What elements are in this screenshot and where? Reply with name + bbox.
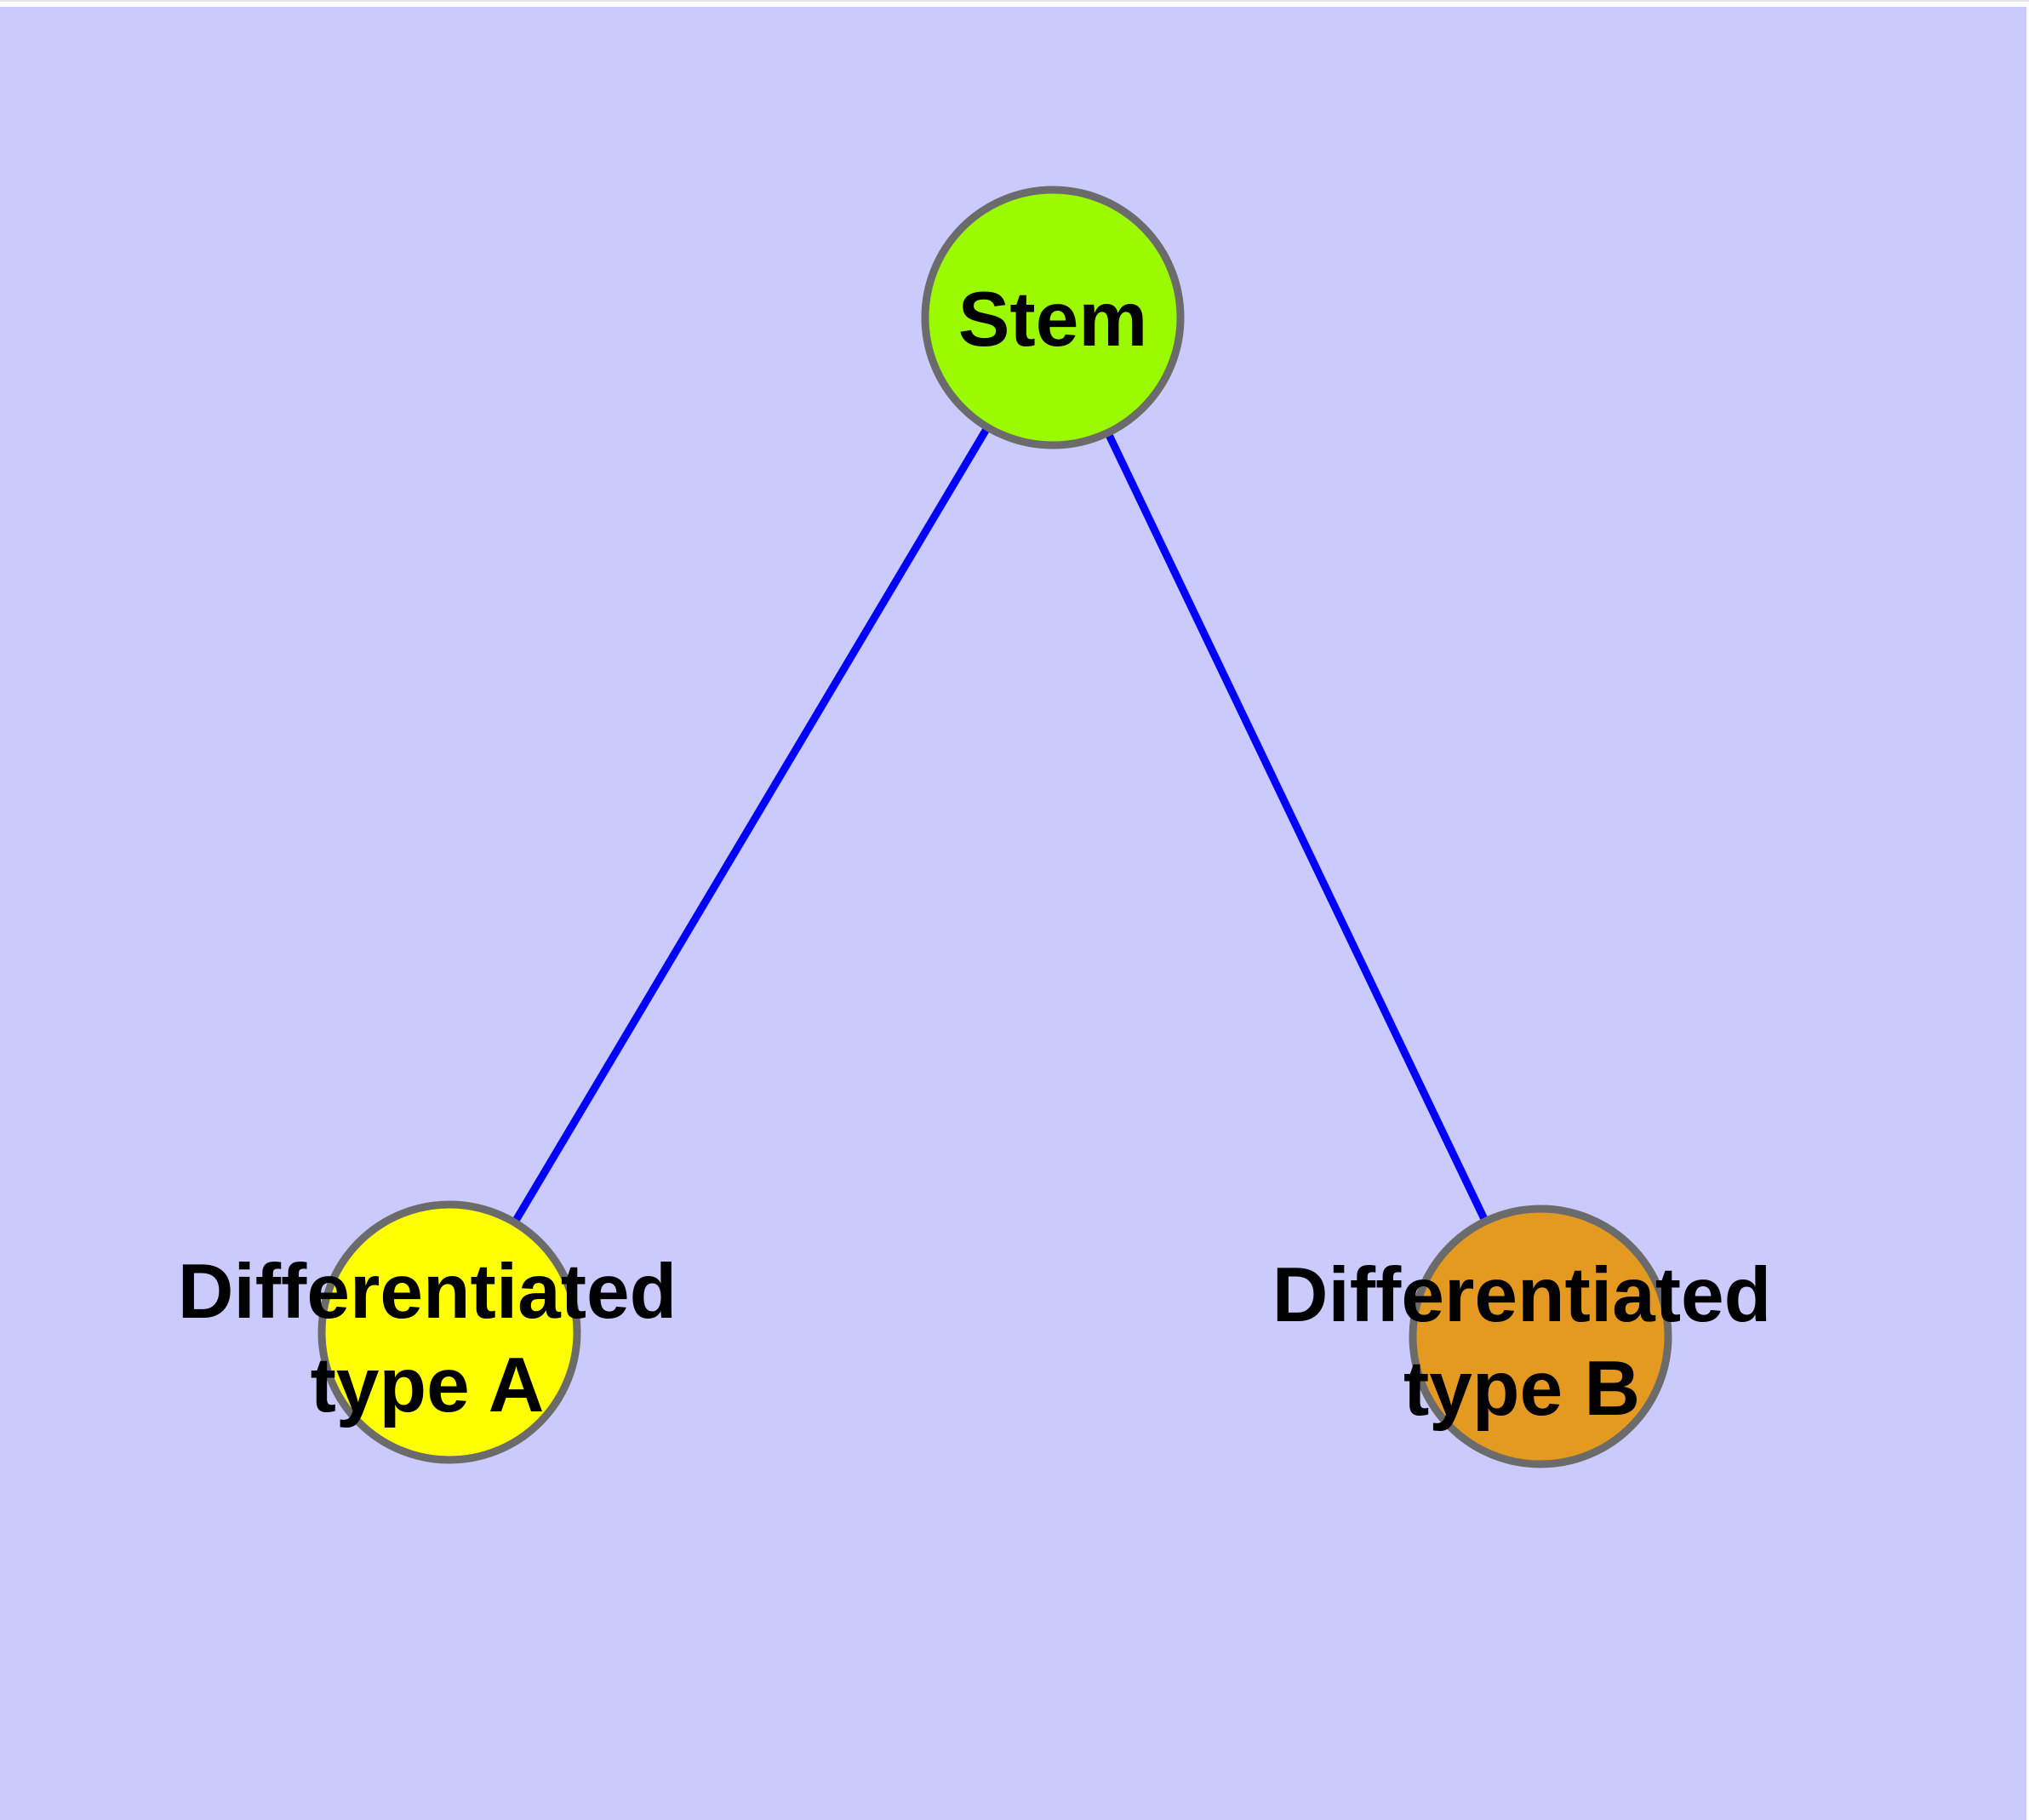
node-differentiated-type-b-label-line-2: type B	[1403, 1346, 1640, 1432]
node-differentiated-type-a	[317, 1200, 581, 1464]
top-hairline	[0, 0, 2029, 2]
edge-stem-to-differentiated-type-b	[1049, 316, 1545, 1338]
node-differentiated-type-b-label-line-1: Differentiated	[1272, 1252, 1772, 1338]
node-stem	[921, 186, 1185, 449]
node-stem-label: Stem	[958, 277, 1148, 363]
edge-stem-to-differentiated-type-a	[446, 315, 1056, 1335]
node-differentiated-type-a-label-line-2: type A	[311, 1342, 545, 1428]
node-differentiated-type-b	[1409, 1205, 1672, 1468]
node-differentiated-type-a-label-line-1: Differentiated	[178, 1249, 677, 1335]
